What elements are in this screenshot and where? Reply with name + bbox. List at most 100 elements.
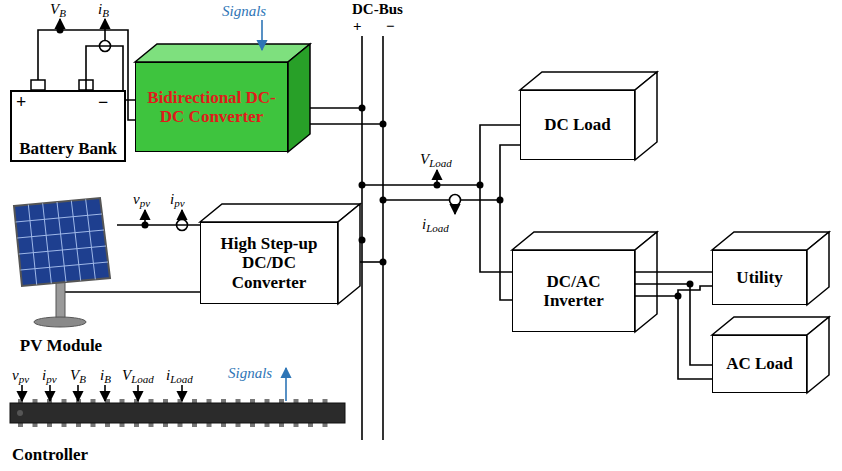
- junction-dot: [359, 237, 366, 244]
- signal-arrow: [59, 19, 61, 30]
- panel-grid: [19, 246, 106, 254]
- panel-grid: [20, 262, 108, 270]
- battery-terminal: [31, 80, 45, 90]
- chip-pin: [308, 399, 313, 403]
- chip-pin: [236, 399, 241, 403]
- chip-pin: [294, 423, 299, 427]
- box-label: Battery Bank: [15, 139, 121, 158]
- chip-pin: [76, 423, 81, 427]
- signal-arrow: [77, 385, 79, 401]
- signal-arrow: [144, 210, 146, 225]
- junction-dot: [359, 182, 366, 189]
- chip-pin: [163, 399, 168, 403]
- box-top-face: [512, 232, 657, 250]
- battery-bank: Battery Bank: [10, 90, 126, 162]
- wire-connector: [635, 284, 712, 365]
- chip-pin: [91, 423, 96, 427]
- junction-dot: [380, 197, 387, 204]
- signal-arrow: [21, 385, 23, 401]
- chip-pin: [265, 423, 270, 427]
- dc-bus-line: [382, 36, 384, 440]
- junction-dot: [477, 182, 484, 189]
- wire: [310, 107, 362, 109]
- signal-name: VB: [50, 0, 66, 18]
- signal-arrow: [181, 210, 183, 219]
- chip-pin: [134, 423, 139, 427]
- signal-name: vpv: [133, 190, 150, 208]
- junction-dot: [380, 259, 387, 266]
- polarity-sign: −: [98, 93, 108, 111]
- box-label: AC Load: [722, 354, 797, 373]
- signal-name: VLoad: [420, 150, 452, 168]
- panel-grid: [28, 205, 36, 285]
- wires: [10, 19, 712, 440]
- chip-pin: [236, 423, 241, 427]
- chip-pin: [279, 423, 284, 427]
- box-label: Controller: [8, 445, 92, 464]
- chip-pin: [18, 423, 23, 427]
- chip-pin: [163, 423, 168, 427]
- chip-pin: [62, 399, 67, 403]
- inverter-box: DC/AC Inverter: [512, 250, 635, 332]
- box-top-face: [200, 204, 360, 222]
- chip-pin: [192, 423, 197, 427]
- signal-name: iB: [98, 0, 109, 18]
- current-sensor: [450, 195, 461, 206]
- polarity-sign: +: [16, 93, 26, 111]
- chip-pin: [120, 399, 125, 403]
- box-side-face: [635, 232, 657, 332]
- panel-stand: [56, 278, 65, 318]
- load-box: DC Load: [520, 90, 635, 160]
- chip-pin: [33, 399, 38, 403]
- converter-box: Bidirectional DC-DC Converter: [135, 62, 288, 152]
- box-top-face: [135, 44, 310, 62]
- chip-pin: [294, 399, 299, 403]
- wire: [383, 145, 520, 200]
- panel-grid: [17, 230, 104, 238]
- chip-pin: [91, 399, 96, 403]
- chip-pin: [207, 423, 212, 427]
- box-label: DC Load: [540, 115, 615, 134]
- box-label: High Step-up DC/DC Converter: [201, 234, 337, 291]
- chip-pin: [250, 423, 255, 427]
- signal-arrow: [261, 20, 263, 50]
- box-top-face: [520, 72, 657, 90]
- chip-pin: [105, 423, 110, 427]
- pin-signal: iLoad: [166, 366, 193, 384]
- chip-pin: [149, 423, 154, 427]
- chip-pin: [178, 423, 183, 427]
- box-label: Utility: [732, 268, 786, 287]
- chip-pin: [192, 399, 197, 403]
- utility-box: Utility: [712, 250, 807, 305]
- pin-signal: iB: [100, 366, 111, 384]
- polarity-sign: −: [386, 17, 395, 35]
- converter-box: High Step-up DC/DC Converter: [200, 222, 338, 304]
- chip-pin: [120, 423, 125, 427]
- box-side-face: [635, 72, 657, 160]
- load-box: AC Load: [712, 335, 807, 393]
- chip-pin: [323, 399, 328, 403]
- junction-dot: [675, 293, 682, 300]
- chip-pin: [62, 423, 67, 427]
- controller-chip-body: [10, 399, 345, 427]
- chip-pin: [47, 423, 52, 427]
- box-label: PV Module: [16, 336, 106, 355]
- signal-name: ipv: [170, 190, 185, 208]
- pv-module: PV Module: [5, 195, 117, 355]
- signal-arrow: [454, 206, 456, 214]
- chip-pin: [323, 423, 328, 427]
- box-faces: [135, 44, 829, 393]
- signal-arrow: [436, 170, 438, 185]
- pv-wire: [60, 291, 200, 293]
- pin-signal: ipv: [42, 366, 57, 384]
- pin-signal: vpv: [12, 366, 29, 384]
- chip-pin: [308, 423, 313, 427]
- wire-connector: [117, 224, 200, 226]
- signal-arrow: [49, 385, 51, 401]
- box-label: DC/AC Inverter: [513, 272, 634, 310]
- panel-grid: [57, 202, 66, 282]
- panel-grid: [71, 201, 80, 281]
